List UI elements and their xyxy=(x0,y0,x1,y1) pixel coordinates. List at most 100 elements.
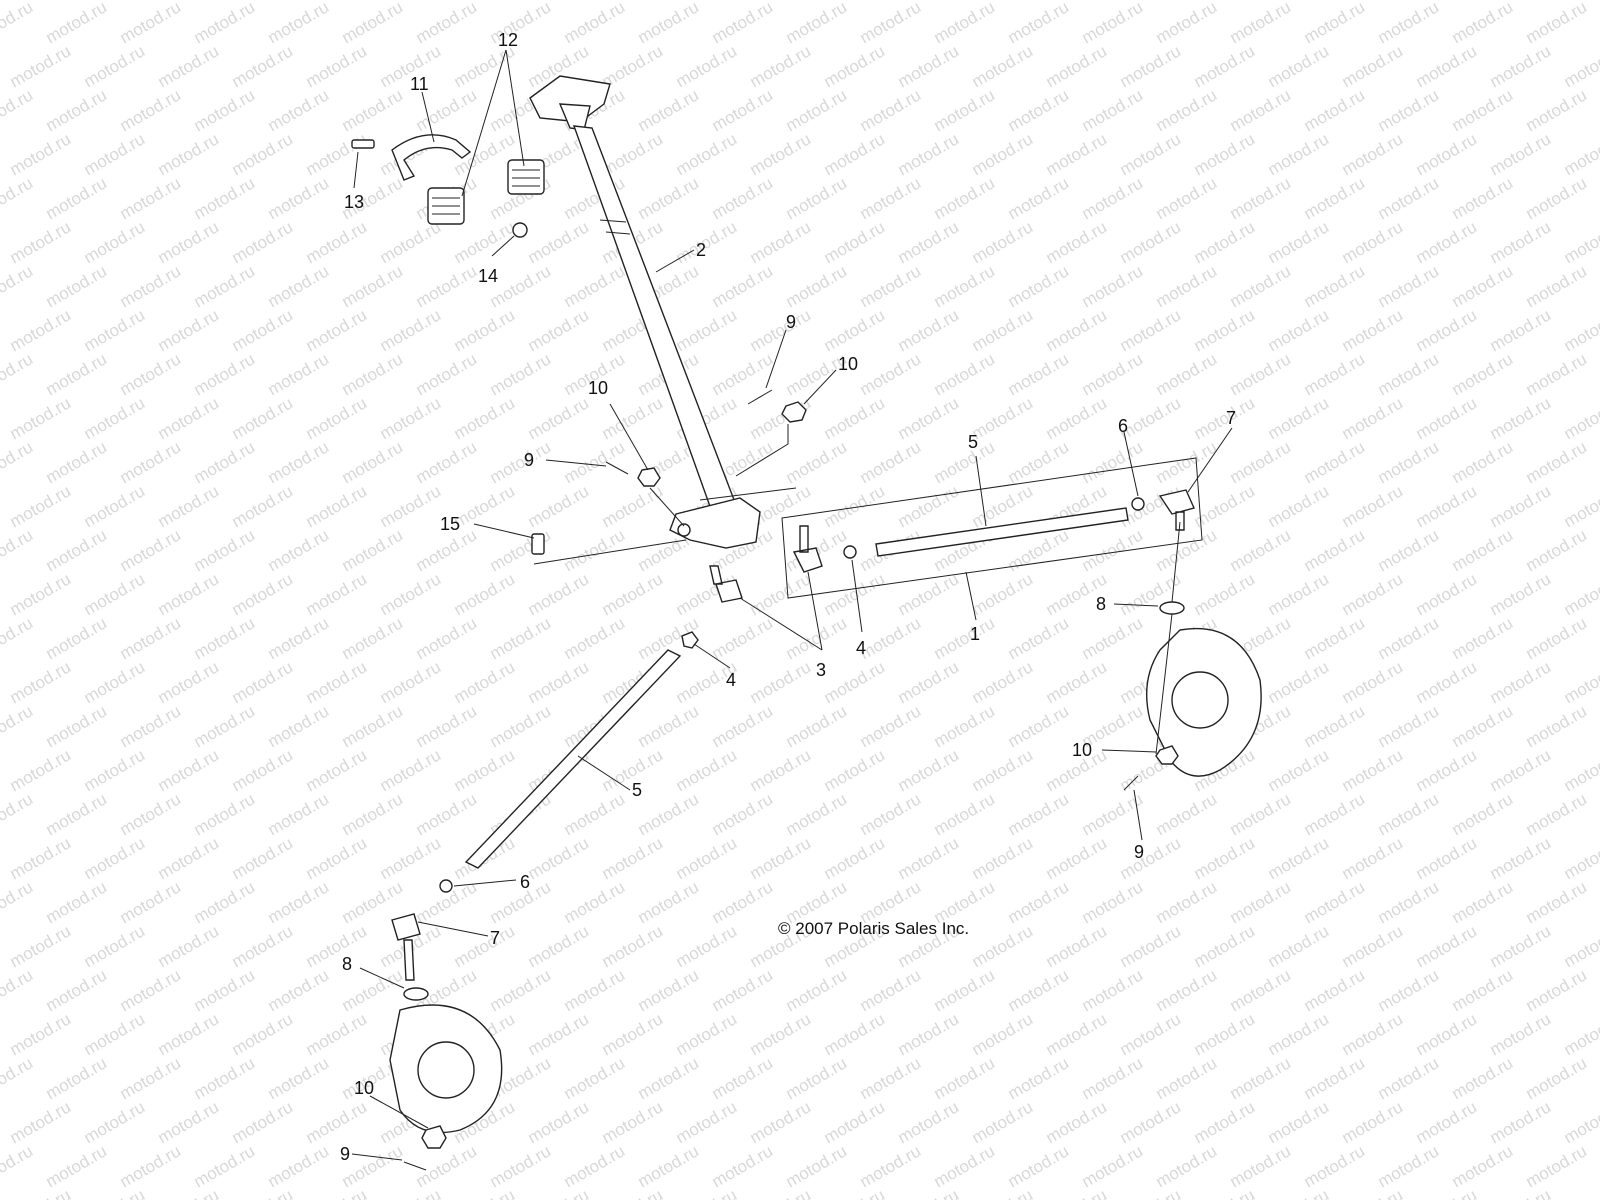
leader-9-lower-left xyxy=(351,1153,403,1161)
watermark-text: motod.ru xyxy=(43,261,111,311)
leader-10-upper xyxy=(803,369,837,405)
watermark-text: motod.ru xyxy=(1153,1141,1221,1191)
watermark-text: motod.ru xyxy=(413,349,481,399)
watermark-text: motod.ru xyxy=(747,1009,815,1059)
watermark-text: motod.ru xyxy=(857,613,925,663)
watermark-text: motod.ru xyxy=(191,789,259,839)
watermark-text: motod.ru xyxy=(1227,1053,1295,1103)
watermark-text: motod.ru xyxy=(1487,217,1555,267)
callout-10-left: 10 xyxy=(588,378,608,398)
watermark-text: motod.ru xyxy=(303,1097,371,1147)
watermark-text: motod.ru xyxy=(43,0,111,47)
watermark-text: motod.ru xyxy=(451,921,519,971)
jam-nut-6-left xyxy=(439,879,453,893)
jam-nut-6-right xyxy=(1131,497,1145,511)
watermark-text: motod.ru xyxy=(1375,965,1443,1015)
tie-rod-end-3-right xyxy=(792,525,823,573)
watermark-text: motod.ru xyxy=(673,833,741,883)
watermark-text: motod.ru xyxy=(821,1185,889,1200)
watermark-text: motod.ru xyxy=(413,701,481,751)
watermark-text: motod.ru xyxy=(857,1053,925,1103)
watermark-text: motod.ru xyxy=(783,701,851,751)
watermark-text: motod.ru xyxy=(117,1053,185,1103)
watermark-text: motod.ru xyxy=(229,41,297,91)
watermark-text: motod.ru xyxy=(709,0,777,47)
watermark-text: motod.ru xyxy=(0,613,36,663)
watermark-text: motod.ru xyxy=(673,1185,741,1200)
watermark-text: motod.ru xyxy=(1079,0,1147,47)
watermark-text: motod.ru xyxy=(7,657,75,707)
watermark-text: motod.ru xyxy=(7,1185,75,1200)
watermark-text: motod.ru xyxy=(265,1053,333,1103)
watermark-text: motod.ru xyxy=(1117,129,1185,179)
watermark-text: motod.ru xyxy=(635,1141,703,1191)
watermark-text: motod.ru xyxy=(1413,569,1481,619)
watermark-text: motod.ru xyxy=(821,217,889,267)
watermark-text: motod.ru xyxy=(561,1053,629,1103)
callout-13: 13 xyxy=(344,192,364,212)
watermark-text: motod.ru xyxy=(1117,833,1185,883)
callout-10-upper: 10 xyxy=(838,354,858,374)
watermark-text: motod.ru xyxy=(1339,393,1407,443)
callout-9-lower-left: 9 xyxy=(340,1144,350,1164)
watermark-text: motod.ru xyxy=(117,525,185,575)
watermark-text: motod.ru xyxy=(1301,965,1369,1015)
tie-rod-end-7-left xyxy=(391,913,421,981)
watermark-text: motod.ru xyxy=(339,613,407,663)
watermark-text: motod.ru xyxy=(487,349,555,399)
watermark-text: motod.ru xyxy=(895,569,963,619)
callout-4-right: 4 xyxy=(856,638,866,658)
watermark-text: motod.ru xyxy=(895,481,963,531)
watermark-text: motod.ru xyxy=(1487,305,1555,355)
watermark-text: motod.ru xyxy=(1191,1097,1259,1147)
watermark-text: motod.ru xyxy=(1449,349,1517,399)
watermark-text: motod.ru xyxy=(1487,745,1555,795)
watermark-text: motod.ru xyxy=(821,481,889,531)
callout-14: 14 xyxy=(478,266,498,286)
watermark-text: motod.ru xyxy=(0,877,36,927)
watermark-text: motod.ru xyxy=(117,1141,185,1191)
watermark-text: motod.ru xyxy=(191,85,259,135)
watermark-text: motod.ru xyxy=(1413,833,1481,883)
watermark-text: motod.ru xyxy=(635,789,703,839)
watermark-text: motod.ru xyxy=(895,833,963,883)
bushing-12-left-ribs xyxy=(432,197,460,215)
watermark-text: motod.ru xyxy=(673,1097,741,1147)
watermark-text: motod.ru xyxy=(821,1097,889,1147)
watermark-text: motod.ru xyxy=(413,0,481,47)
watermark-text: motod.ru xyxy=(1449,965,1517,1015)
watermark-text: motod.ru xyxy=(1523,965,1591,1015)
watermark-text: motod.ru xyxy=(303,569,371,619)
watermark-text: motod.ru xyxy=(1191,305,1259,355)
watermark-text: motod.ru xyxy=(1375,1053,1443,1103)
watermark-text: motod.ru xyxy=(673,217,741,267)
watermark-text: motod.ru xyxy=(561,877,629,927)
watermark-text: motod.ru xyxy=(377,481,445,531)
watermark-text: motod.ru xyxy=(1375,613,1443,663)
watermark-text: motod.ru xyxy=(1043,393,1111,443)
bolt-13 xyxy=(351,139,375,149)
watermark-text: motod.ru xyxy=(265,0,333,47)
leader-9-right xyxy=(1133,789,1143,841)
watermark-text: motod.ru xyxy=(1265,393,1333,443)
watermark-text: motod.ru xyxy=(487,613,555,663)
watermark-text: motod.ru xyxy=(1375,701,1443,751)
watermark-text: motod.ru xyxy=(265,701,333,751)
watermark-text: motod.ru xyxy=(81,1097,149,1147)
watermark-text: motod.ru xyxy=(191,0,259,47)
watermark-text: motod.ru xyxy=(1153,173,1221,223)
watermark-text: motod.ru xyxy=(1301,1141,1369,1191)
watermark-text: motod.ru xyxy=(265,1141,333,1191)
watermark-text: motod.ru xyxy=(451,305,519,355)
leader-10-left-to-bracket xyxy=(649,487,685,527)
watermark-text: motod.ru xyxy=(599,1097,667,1147)
watermark-text: motod.ru xyxy=(1227,349,1295,399)
watermark-text: motod.ru xyxy=(599,393,667,443)
watermark-text: motod.ru xyxy=(1449,525,1517,575)
watermark-text: motod.ru xyxy=(117,261,185,311)
watermark-text: motod.ru xyxy=(969,921,1037,971)
watermark-text: motod.ru xyxy=(1191,41,1259,91)
watermark-text: motod.ru xyxy=(1301,877,1369,927)
watermark-text: motod.ru xyxy=(1375,437,1443,487)
watermark-text: motod.ru xyxy=(155,481,223,531)
